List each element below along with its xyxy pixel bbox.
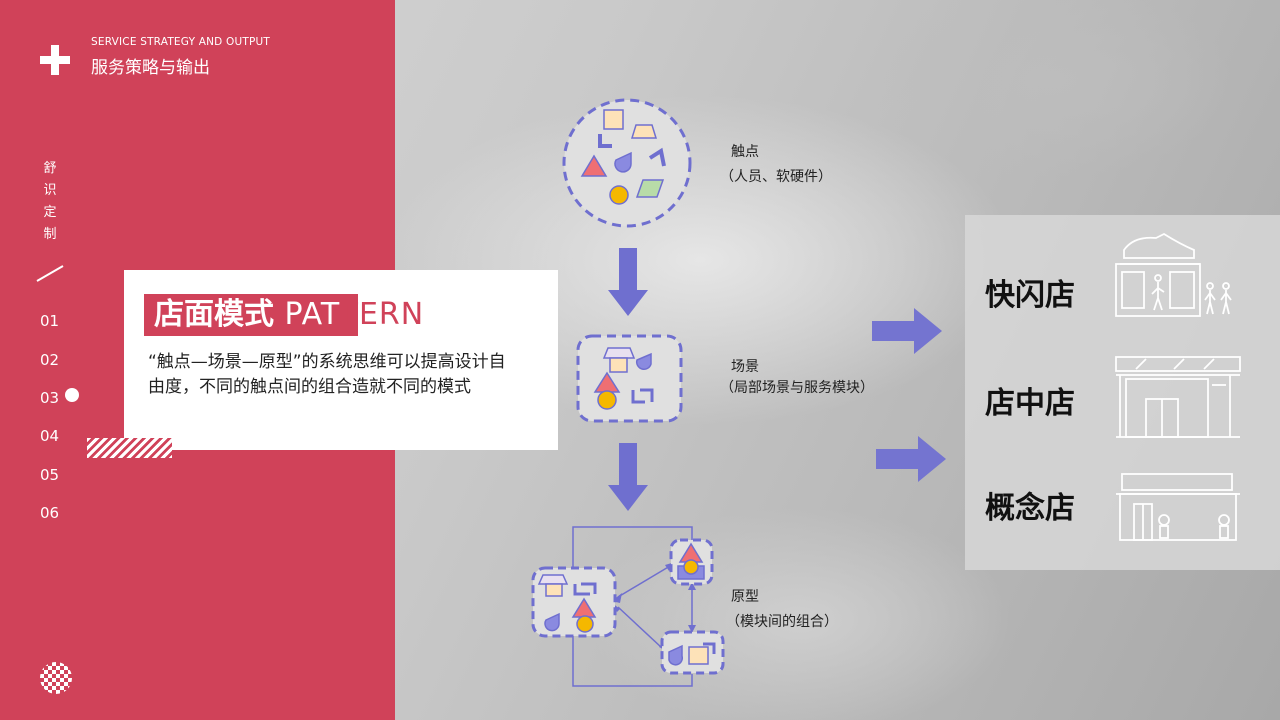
card-title-en-a: PAT xyxy=(284,297,340,332)
triangle-icon xyxy=(580,154,608,177)
card-title-cn: 店面模式 xyxy=(154,297,274,332)
active-nav-indicator xyxy=(65,388,79,402)
corner-icon xyxy=(598,134,612,148)
store-concept: 概念店 xyxy=(985,491,1075,526)
vertical-title-char: 定 xyxy=(43,205,57,220)
plus-icon xyxy=(40,45,70,75)
touchpoints-node xyxy=(562,98,692,228)
card-body: “触点—场景—原型”的系统思维可以提高设计自由度，不同的触点间的组合造就不同的模… xyxy=(148,352,506,397)
nav-item-03[interactable]: 03 xyxy=(40,389,60,407)
header-title: 服务策略与输出 xyxy=(91,58,210,78)
vertical-title-char: 舒 xyxy=(43,161,57,176)
circle-icon xyxy=(609,185,629,205)
store-shop-in-shop: 店中店 xyxy=(985,386,1075,421)
card-title: 店面模式 PATTERN xyxy=(154,296,424,334)
parallelogram-icon xyxy=(635,179,665,198)
prototype-desc: （模块间的组合） xyxy=(726,614,838,630)
nav-item-05[interactable]: 05 xyxy=(40,466,60,484)
concept-store-icon xyxy=(1116,473,1240,541)
square-icon xyxy=(603,109,624,130)
touchpoint-label: 触点 xyxy=(731,144,759,160)
shop-in-shop-icon xyxy=(1115,356,1241,438)
right-arrow-icon xyxy=(872,308,942,354)
nav-item-04[interactable]: 04 xyxy=(40,427,60,445)
down-arrow-icon xyxy=(608,443,648,511)
vertical-title-char: 制 xyxy=(43,227,57,242)
prototype-node xyxy=(531,526,725,687)
nav-item-06[interactable]: 06 xyxy=(40,504,60,522)
down-arrow-icon xyxy=(608,248,648,316)
drop-icon xyxy=(614,151,632,173)
prototype-label: 原型 xyxy=(731,589,759,605)
scene-desc: （局部场景与服务模块） xyxy=(720,380,874,396)
scene-node xyxy=(576,334,683,423)
touchpoint-desc: （人员、软硬件） xyxy=(720,169,832,185)
vertical-title: 舒 识 定 制 xyxy=(40,158,60,246)
vertical-title-char: 识 xyxy=(43,183,57,198)
card-title-en-b: TERN xyxy=(339,297,425,332)
stripe-decoration xyxy=(87,438,172,458)
trapezoid-icon xyxy=(630,124,658,139)
nav-item-01[interactable]: 01 xyxy=(40,312,60,330)
pattern-card: 店面模式 PATTERN “触点—场景—原型”的系统思维可以提高设计自由度，不同… xyxy=(124,270,558,450)
nav-item-02[interactable]: 02 xyxy=(40,351,60,369)
store-popup: 快闪店 xyxy=(985,278,1075,313)
right-arrow-icon xyxy=(876,436,946,482)
scene-label: 场景 xyxy=(731,359,759,375)
checker-badge-icon xyxy=(40,662,72,694)
popup-store-icon xyxy=(1115,232,1232,317)
title-highlight xyxy=(144,294,358,336)
corner-icon xyxy=(648,147,666,167)
header-subtitle-en: SERVICE STRATEGY AND OUTPUT xyxy=(91,36,270,48)
